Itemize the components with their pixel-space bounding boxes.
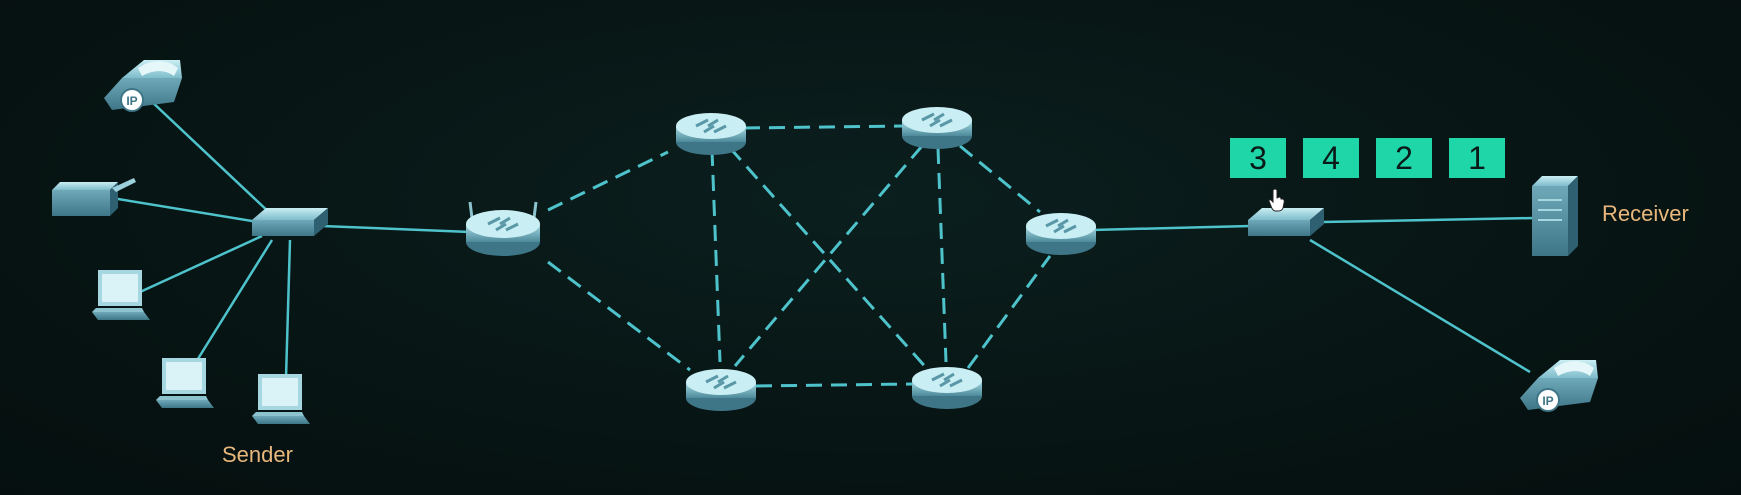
mesh-links <box>547 124 1052 388</box>
link-r2-r3 <box>733 145 924 367</box>
printer-icon[interactable] <box>52 178 136 216</box>
link-r3-r4 <box>755 382 913 388</box>
link-pc3-switch <box>284 239 292 379</box>
router-icon[interactable] <box>912 367 982 409</box>
link-pc2-switch <box>194 239 274 363</box>
router-icon[interactable] <box>686 369 756 411</box>
pc-icon[interactable] <box>92 270 150 320</box>
sender-links <box>111 99 471 379</box>
switch-icon[interactable] <box>252 208 328 236</box>
link-switch-router <box>321 224 471 234</box>
server-icon[interactable] <box>1532 176 1578 256</box>
packet-box: 3 <box>1230 138 1286 178</box>
link-r1-r4 <box>728 147 932 373</box>
link-switch-server <box>1321 216 1535 224</box>
ip-badge-text: IP <box>1542 394 1553 408</box>
router-icon[interactable] <box>902 107 972 149</box>
wireless-router-icon[interactable] <box>466 201 540 256</box>
link-phone-switch <box>149 99 273 216</box>
ip-phone-icon[interactable]: IP <box>1520 360 1598 412</box>
packet-box: 4 <box>1303 138 1359 178</box>
receiver-label: Receiver <box>1602 201 1689 226</box>
link-pc1-switch <box>139 234 263 294</box>
router-icon[interactable] <box>1026 213 1096 255</box>
link-r4-r5 <box>966 255 1052 369</box>
switch-icon[interactable] <box>1248 208 1324 236</box>
ip-badge-text: IP <box>126 94 137 108</box>
packet-box: 1 <box>1449 138 1505 178</box>
link-r1-r2 <box>743 124 906 130</box>
packet-box: 2 <box>1376 138 1432 178</box>
link-r2-r4 <box>936 147 948 363</box>
receiver-links <box>1091 216 1535 374</box>
pc-icon[interactable] <box>156 358 214 408</box>
router-icon[interactable] <box>676 113 746 155</box>
hand-cursor-icon <box>1268 188 1285 212</box>
link-edge-router-switch <box>1091 224 1251 232</box>
link-r2-r5 <box>959 144 1041 214</box>
pc-icon[interactable] <box>252 374 310 424</box>
link-r0-r1 <box>547 150 669 212</box>
ip-phone-icon[interactable]: IP <box>104 60 182 112</box>
link-r0-r3 <box>547 260 691 372</box>
link-printer-switch <box>111 196 259 224</box>
link-switch-phone <box>1309 238 1531 374</box>
sender-label: Sender <box>222 442 293 467</box>
link-r1-r3 <box>710 149 722 363</box>
